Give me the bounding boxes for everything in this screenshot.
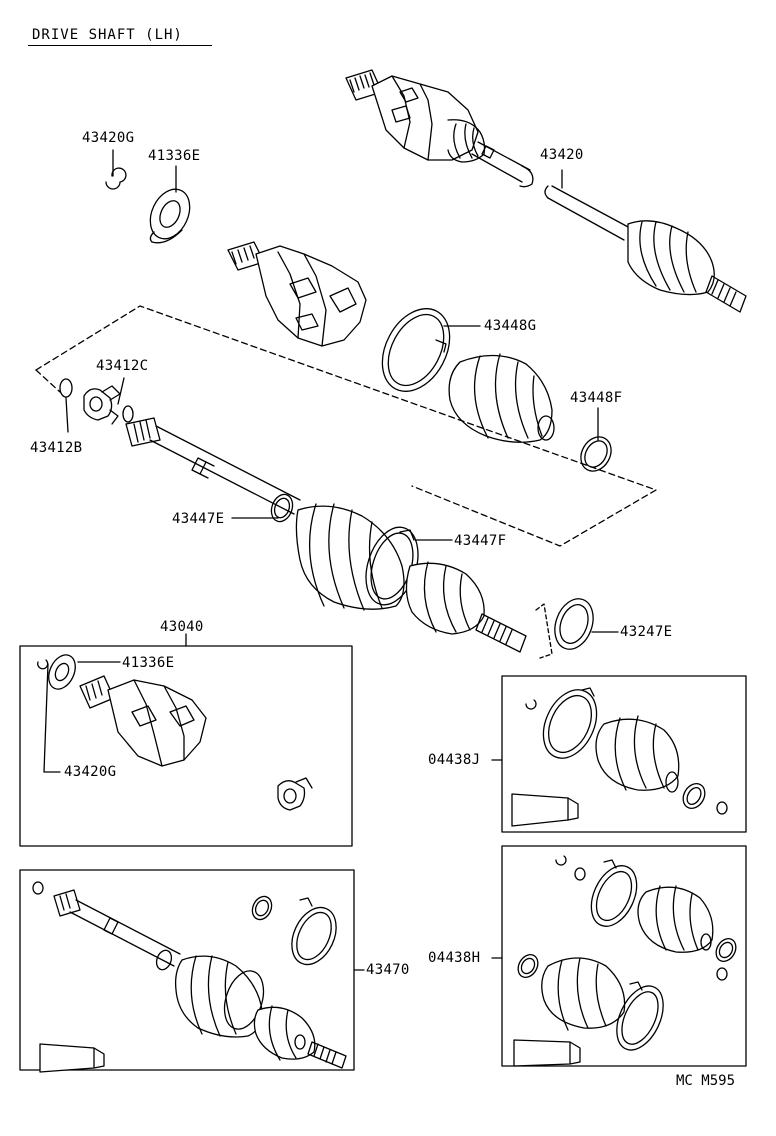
boot-clamp-43448g[interactable]: [369, 297, 463, 403]
inboard-joint-kit-43040[interactable]: [37, 651, 313, 811]
snap-ring-43412b[interactable]: [59, 378, 73, 398]
dust-deflector-43247e[interactable]: [535, 593, 600, 659]
inboard-joint-housing[interactable]: [227, 241, 367, 347]
label-43447e[interactable]: 43447E: [172, 511, 225, 527]
label-43420g-top[interactable]: 43420G: [82, 130, 135, 146]
snap-ring-43420g-top[interactable]: [105, 167, 127, 190]
label-43448f[interactable]: 43448F: [570, 390, 623, 406]
label-43040[interactable]: 43040: [160, 619, 204, 635]
kit-box-43040: [19, 645, 353, 847]
drive-shaft-assembly-top[interactable]: [345, 69, 747, 313]
inboard-boot[interactable]: [448, 353, 555, 443]
boot-kit-04438j[interactable]: [511, 681, 728, 827]
washer-41336e-top[interactable]: [143, 183, 198, 245]
kit-boundary-dashed: [35, 305, 657, 547]
label-04438h[interactable]: 04438H: [428, 950, 481, 966]
boot-clamp-43447e[interactable]: [268, 491, 296, 524]
kit-box-04438h: [501, 845, 747, 1067]
label-43448g[interactable]: 43448G: [484, 318, 537, 334]
title-underline: [28, 45, 212, 46]
label-43412b[interactable]: 43412B: [30, 440, 83, 456]
label-43420g-kit[interactable]: 43420G: [64, 764, 117, 780]
label-43447f[interactable]: 43447F: [454, 533, 507, 549]
diagram-code: MC M595: [676, 1073, 736, 1089]
shaft-kit-43470[interactable]: [32, 881, 347, 1073]
kit-boundary-dashed-left: [35, 369, 61, 393]
label-43412c[interactable]: 43412C: [96, 358, 149, 374]
label-43470[interactable]: 43470: [366, 962, 410, 978]
kit-box-43470: [19, 869, 355, 1071]
diagram-title: DRIVE SHAFT (LH): [32, 27, 183, 43]
leader-lines: [43, 149, 619, 971]
label-43420[interactable]: 43420: [540, 147, 584, 163]
kit-box-04438j: [501, 675, 747, 833]
boot-clamp-43448f[interactable]: [575, 431, 617, 476]
label-41336e-kit[interactable]: 41336E: [122, 655, 175, 671]
label-04438j[interactable]: 04438J: [428, 752, 481, 768]
label-43247e[interactable]: 43247E: [620, 624, 673, 640]
tripod-joint-43412c[interactable]: [83, 385, 134, 425]
axle-shaft-outboard-joint[interactable]: [125, 417, 527, 653]
label-41336e-top[interactable]: 41336E: [148, 148, 201, 164]
boot-kit-04438h[interactable]: [513, 855, 740, 1067]
